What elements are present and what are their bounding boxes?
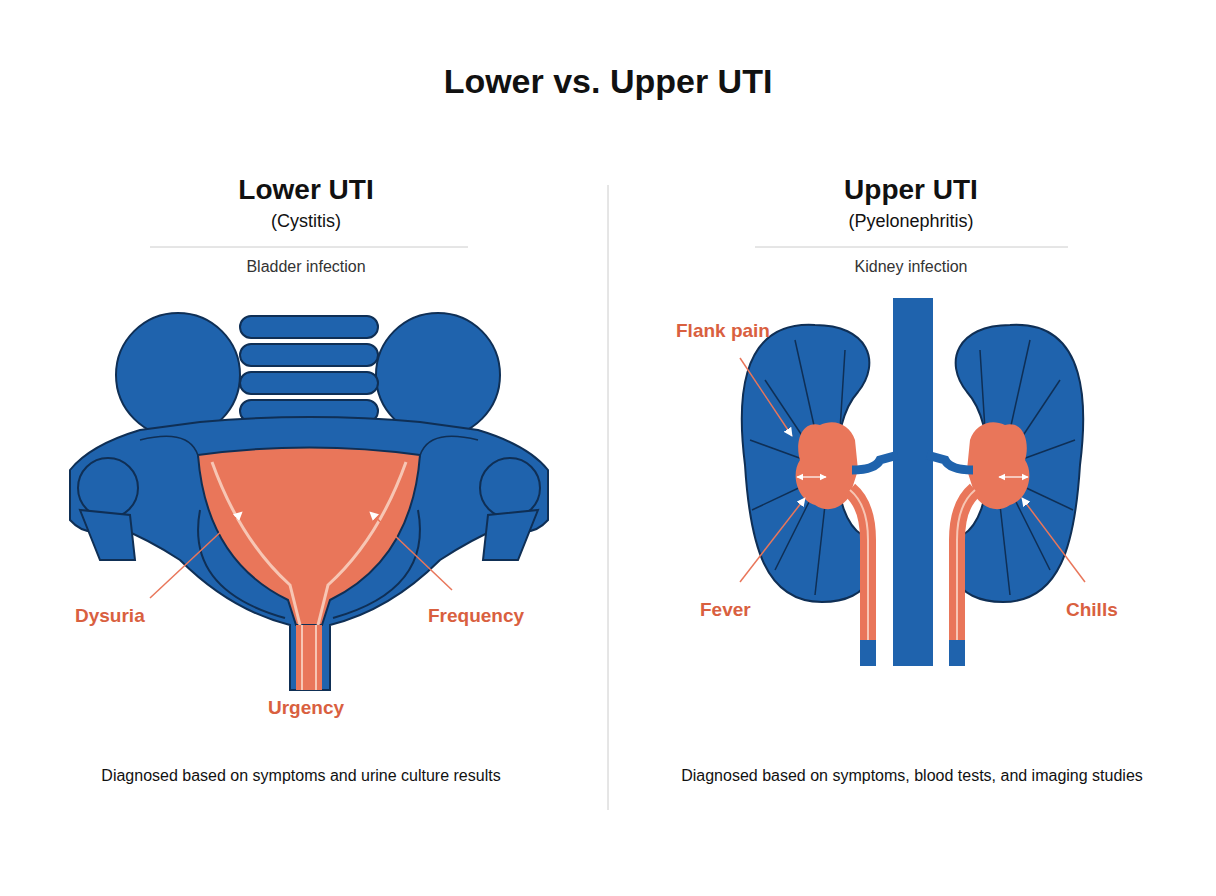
- section-heading: Upper UTI: [844, 174, 978, 206]
- symptom-label: Frequency: [428, 605, 524, 627]
- diagram-title: Lower vs. Upper UTI: [444, 62, 773, 101]
- symptom-label: Flank pain: [676, 320, 770, 342]
- section-description: Bladder infection: [246, 258, 365, 276]
- symptom-label: Urgency: [268, 697, 344, 719]
- section-subheading: (Pyelonephritis): [848, 211, 973, 232]
- diagnosis-note: Diagnosed based on symptoms, blood tests…: [681, 767, 1143, 785]
- section-description: Kidney infection: [855, 258, 968, 276]
- symptom-label: Fever: [700, 599, 751, 621]
- diagnosis-note: Diagnosed based on symptoms and urine cu…: [101, 767, 500, 785]
- section-subheading: (Cystitis): [271, 211, 341, 232]
- section-heading: Lower UTI: [238, 174, 373, 206]
- symptom-label: Dysuria: [75, 605, 145, 627]
- symptom-label: Chills: [1066, 599, 1118, 621]
